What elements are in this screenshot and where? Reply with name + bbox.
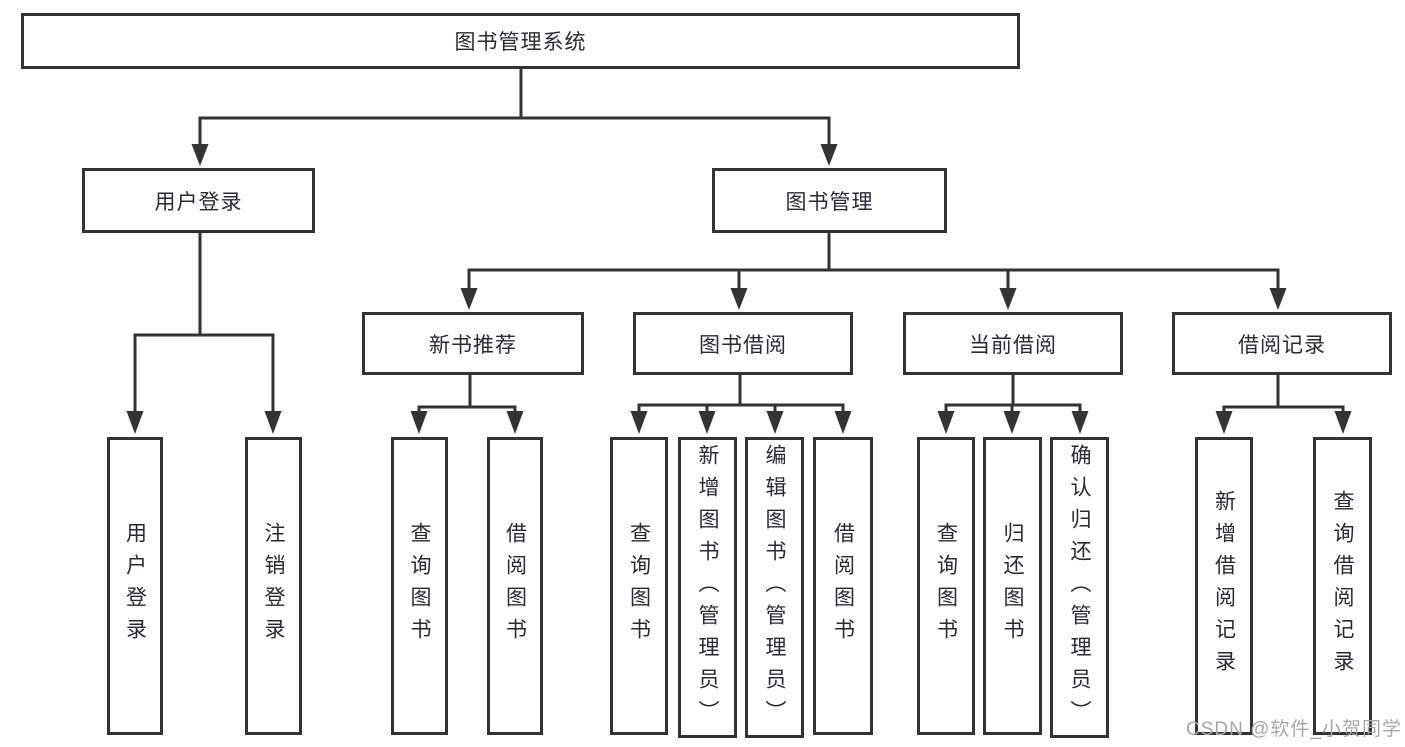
node-label: 用户登录 [123,522,147,650]
leaf-recommend-borrow-book: 借阅图书 [487,437,543,735]
leaf-current-query-book: 查询图书 [917,437,975,735]
node-label: 确认归还（管理员） [1068,443,1091,732]
node-user-login: 用户登录 [82,168,315,233]
csdn-watermark: CSDN @软件_小贺同学 [1186,719,1402,740]
node-label: 借阅记录 [1238,333,1326,357]
leaf-borrow-query-book: 查询图书 [610,437,668,735]
leaf-return-book: 归还图书 [983,437,1042,735]
leaf-recommend-query-book: 查询图书 [391,437,448,735]
node-label: 查询借阅记录 [1331,490,1354,682]
node-label: 当前借阅 [969,333,1057,357]
node-label: 查询图书 [934,522,958,650]
leaf-edit-book-admin: 编辑图书（管理员） [745,437,804,738]
node-label: 用户登录 [154,190,243,214]
node-library-management-system: 图书管理系统 [21,13,1020,69]
leaf-add-book-admin: 新增图书（管理员） [678,437,737,738]
node-label: 新书推荐 [429,333,517,357]
node-book-borrow: 图书借阅 [633,312,853,375]
node-label: 新增借阅记录 [1212,490,1236,682]
leaf-logout: 注销登录 [245,437,302,735]
node-book-management: 图书管理 [712,168,947,233]
leaf-borrow-book: 借阅图书 [813,437,873,735]
node-new-book-recommend: 新书推荐 [362,312,584,375]
node-label: 查询图书 [627,522,651,650]
node-label: 借阅图书 [831,522,855,650]
leaf-confirm-return-admin: 确认归还（管理员） [1050,437,1109,738]
node-label: 查询图书 [408,522,431,650]
node-label: 新增图书（管理员） [696,443,719,732]
leaf-query-borrow-record: 查询借阅记录 [1313,437,1372,735]
leaf-user-login: 用户登录 [107,437,163,735]
node-label: 图书管理 [785,190,874,214]
node-label: 图书借阅 [699,333,787,357]
node-label: 归还图书 [1001,522,1024,650]
node-label: 图书管理系统 [454,31,587,54]
node-label: 借阅图书 [503,522,527,650]
node-label: 注销登录 [262,522,285,650]
node-label: 编辑图书（管理员） [763,443,786,732]
node-current-borrow: 当前借阅 [903,312,1123,375]
node-borrow-records: 借阅记录 [1172,312,1392,375]
leaf-add-borrow-record: 新增借阅记录 [1195,437,1253,735]
